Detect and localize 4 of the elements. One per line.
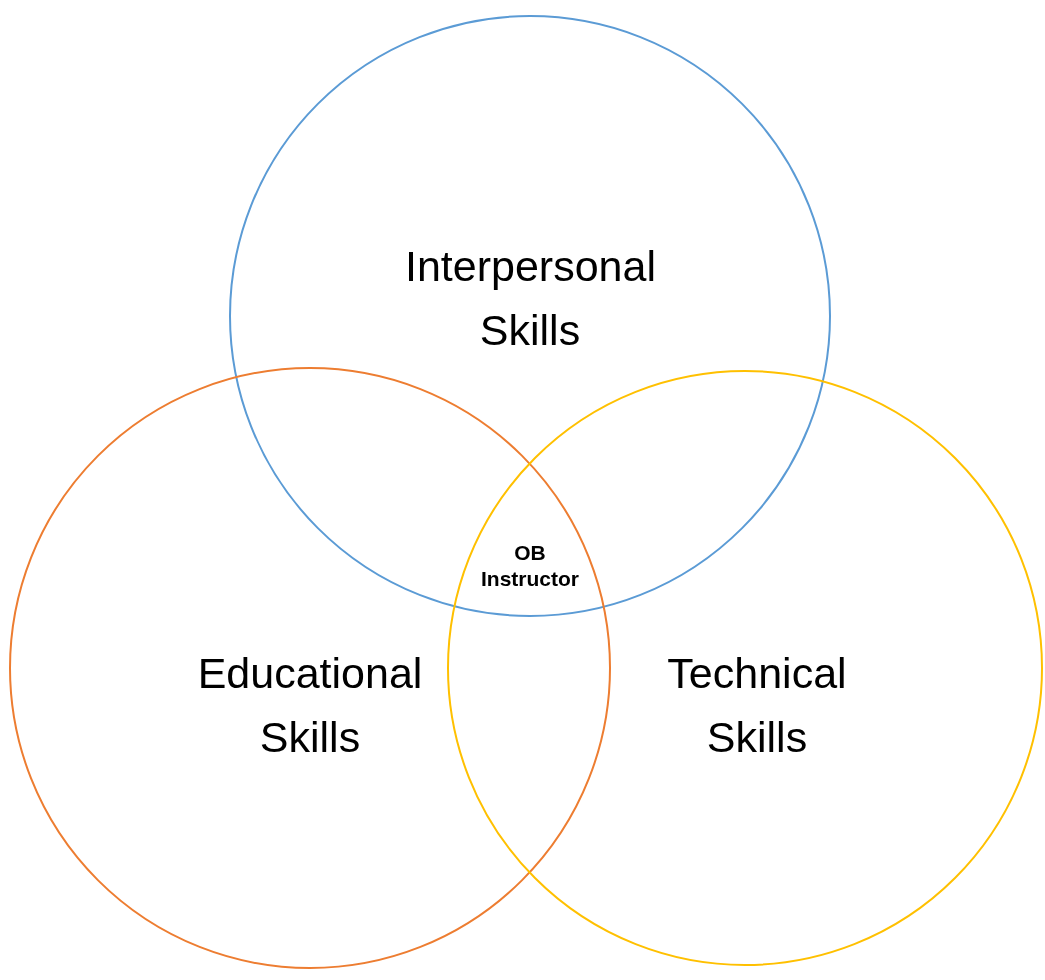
- circle-label: Technical Skills: [666, 648, 848, 763]
- circle-label: Educational Skills: [196, 648, 424, 763]
- circle-label: Interpersonal Skills: [405, 241, 655, 356]
- intersection-label: OB Instructor: [480, 540, 580, 592]
